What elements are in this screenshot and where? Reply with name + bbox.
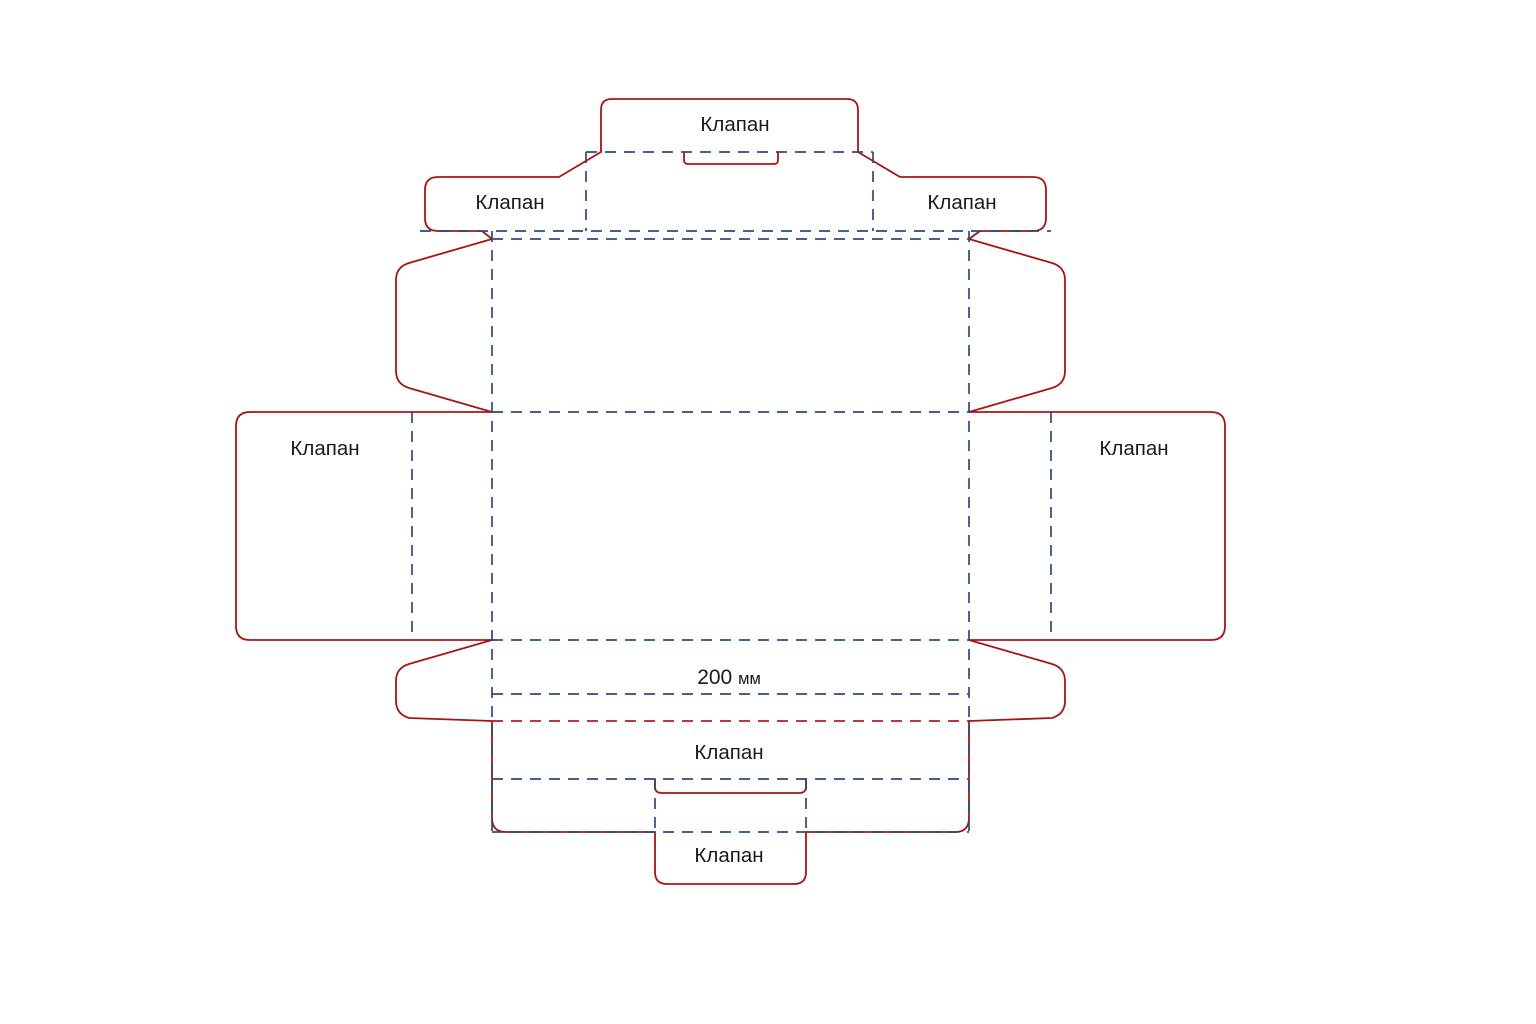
label-top-right-side-flap: Клапан (927, 191, 996, 214)
top-left-side-flap-cut (424, 151, 602, 240)
bottom-main-flap-cut (491, 720, 656, 833)
right-side-panel-flap-cut (968, 411, 1226, 641)
label-bottom-main-flap: Клапан (694, 741, 763, 764)
label-top-dust-flap: Клапан (700, 113, 769, 136)
dimension-unit: мм (738, 670, 761, 688)
label-left-side-panel-flap: Клапан (290, 437, 359, 460)
dimension-width-label: 200 мм (697, 666, 761, 689)
dimension-value: 200 (697, 666, 732, 689)
label-bottom-tuck-flap: Клапан (694, 844, 763, 867)
bottom-tuck-flap-cut (654, 831, 807, 885)
top-tab-notch-cut (683, 151, 779, 165)
label-right-side-panel-flap: Клапан (1099, 437, 1168, 460)
top-dust-flap-cut (600, 98, 859, 153)
upper-left-glue-flap-cut (395, 238, 493, 413)
upper-right-glue-flap-cut (968, 238, 1066, 413)
left-side-panel-flap-cut (235, 411, 493, 641)
bottom-main-flap-cut-right (805, 720, 970, 833)
label-top-left-side-flap: Клапан (475, 191, 544, 214)
lower-right-glue-flap-cut (968, 639, 1066, 722)
lower-left-glue-flap-cut (395, 639, 493, 722)
bottom-tab-notch-cut (654, 778, 807, 794)
